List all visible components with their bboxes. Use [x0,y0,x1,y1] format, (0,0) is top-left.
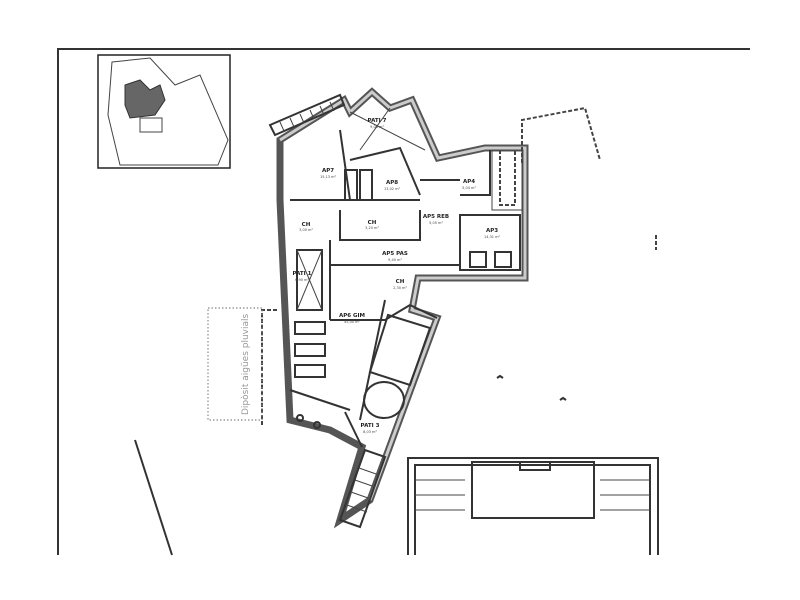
svg-text:5,04 m²: 5,04 m² [462,186,476,190]
room-pati1: PATI 16,90 m² [293,271,312,282]
svg-text:CH: CH [302,222,311,228]
svg-text:AP5 REB: AP5 REB [423,214,449,220]
pool-structure [407,457,659,555]
svg-text:CH: CH [396,279,405,285]
svg-text:2,30 m²: 2,30 m² [393,286,407,290]
svg-text:9,06 m²: 9,06 m² [370,125,384,129]
room-pati3: PATI 38,03 m² [361,423,380,434]
room-ch-3: CH2,30 m² [393,279,407,290]
svg-text:CH: CH [368,220,377,226]
site-boundary-line [134,439,173,556]
location-inset [97,54,231,169]
svg-text:14,31 m²: 14,31 m² [484,235,501,239]
svg-text:PATI 3: PATI 3 [361,423,380,429]
svg-text:AP6 GIM: AP6 GIM [339,313,365,319]
svg-text:6,90 m²: 6,90 m² [295,278,309,282]
svg-text:AP8: AP8 [386,180,398,186]
svg-text:AP4: AP4 [463,179,475,185]
site-marks [496,374,567,401]
svg-text:3,20 m²: 3,20 m² [365,226,379,230]
dashed-outline-northeast [521,106,601,163]
svg-text:15,13 m²: 15,13 m² [320,175,337,179]
svg-text:13,02 m²: 13,02 m² [384,187,401,191]
svg-text:5,05 m²: 5,05 m² [429,221,443,225]
tank-label: Dipòsit aigües pluvials [240,313,251,415]
svg-text:PATI 1: PATI 1 [293,271,312,277]
svg-text:45,00 m²: 45,00 m² [344,320,361,324]
rainwater-tank: Dipòsit aigües pluvials [207,307,263,421]
stairs [268,93,523,529]
room-pati7: PATI 79,06 m² [368,118,387,129]
svg-text:8,03 m²: 8,03 m² [363,430,377,434]
svg-text:9,40 m²: 9,40 m² [388,258,402,262]
svg-text:3,00 m²: 3,00 m² [299,228,313,232]
svg-text:AP7: AP7 [322,168,334,174]
room-ch-1: CH3,00 m² [299,222,313,232]
room-ch-2: CH3,20 m² [365,220,379,230]
svg-text:AP5 PAS: AP5 PAS [382,251,408,257]
dashed-outline-west [261,309,278,425]
svg-text:PATI 7: PATI 7 [368,118,387,124]
furniture [294,169,512,429]
building-walls [276,87,529,529]
svg-text:AP3: AP3 [486,228,498,234]
sheet-frame [57,48,750,555]
